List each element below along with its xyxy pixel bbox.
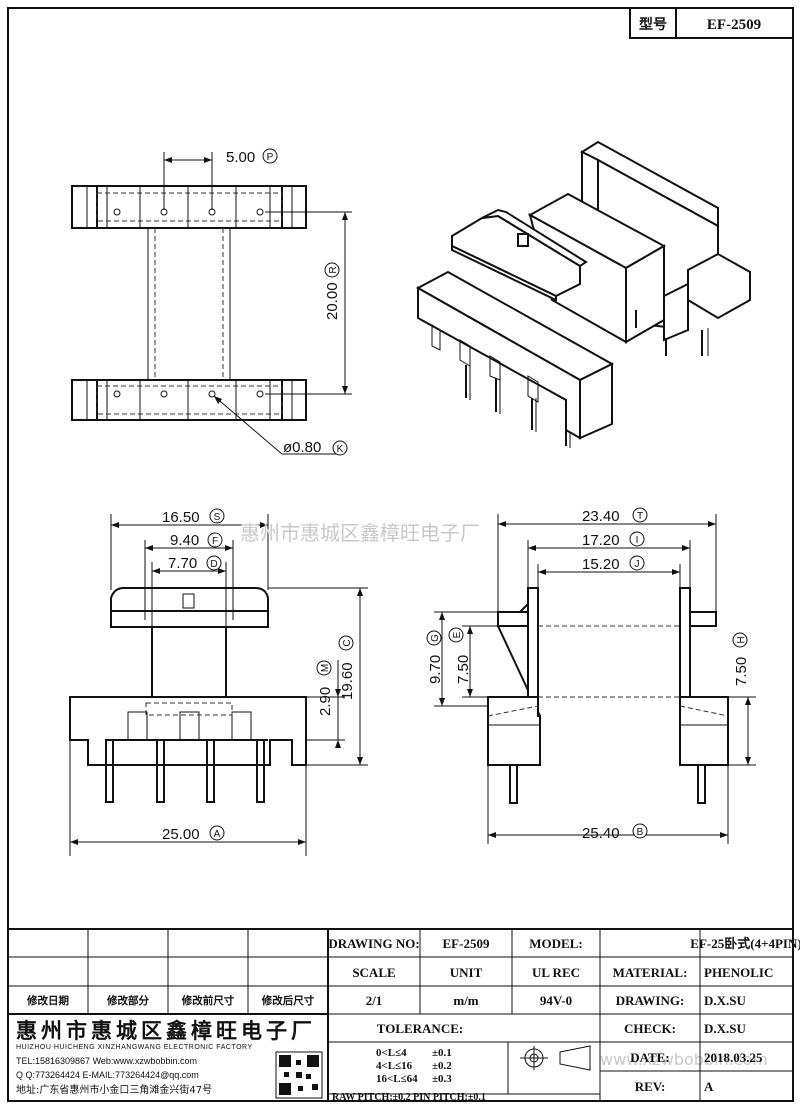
dim-s-width-value: 16.50 bbox=[162, 509, 200, 526]
dim-a-width-tag: A bbox=[214, 829, 221, 840]
dim-m-height-value: 2.90 bbox=[317, 687, 334, 716]
dim-h-height-tag: H bbox=[736, 636, 747, 643]
dim-a-width-value: 25.00 bbox=[162, 826, 200, 843]
tol-value-3: ±0.3 bbox=[432, 1073, 452, 1085]
rev-label: REV: bbox=[635, 1079, 666, 1094]
dim-t-width: 23.40 T bbox=[497, 507, 717, 612]
drawing-by: D.X.SU bbox=[704, 993, 747, 1008]
dim-g-height-value: 9.70 bbox=[427, 655, 444, 684]
title-block bbox=[8, 928, 793, 1101]
front-view bbox=[69, 587, 307, 803]
rev-header-part: 修改部分 bbox=[106, 994, 149, 1007]
dim-h-height: 7.50 H bbox=[716, 632, 756, 766]
dim-pitch: 5.00 P bbox=[163, 148, 278, 210]
rev-header-before: 修改前尺寸 bbox=[181, 994, 235, 1007]
date-value: 2018.03.25 bbox=[704, 1050, 763, 1065]
dim-c-height-tag: C bbox=[342, 639, 353, 646]
rev-header-after: 修改后尺寸 bbox=[261, 994, 315, 1007]
side-view bbox=[487, 587, 729, 804]
pitch-note: RAW PITCH:±0.2 PIN PITCH:±0.1 bbox=[332, 1092, 486, 1103]
header-model-box: 型号 EF-2509 bbox=[629, 7, 794, 39]
material-label: MATERIAL: bbox=[613, 965, 688, 980]
tolerance-label: TOLERANCE: bbox=[377, 1021, 463, 1036]
unit-value: m/m bbox=[453, 993, 478, 1008]
dim-pitch-value: 5.00 bbox=[226, 149, 255, 166]
dim-g-height-tag: G bbox=[430, 634, 441, 642]
projection-symbol-icon bbox=[520, 1045, 591, 1071]
dim-pin-dia: ø0.80 K bbox=[213, 395, 348, 456]
dim-g-height: 9.70 G bbox=[426, 611, 498, 707]
company-address: 地址:广东省惠州市小金口三角滩金兴街47号 bbox=[16, 1083, 212, 1096]
company-name-cn: 惠州市惠城区鑫樟旺电子厂 bbox=[16, 1019, 316, 1043]
dim-a-width: 25.00 A bbox=[69, 740, 307, 856]
date-label: DATE: bbox=[630, 1050, 669, 1065]
check-by: D.X.SU bbox=[704, 1021, 747, 1036]
scale-label: SCALE bbox=[352, 965, 395, 980]
tol-range-2: 4<L≤16 bbox=[376, 1060, 413, 1072]
dim-row-span: 20.00 R bbox=[265, 211, 352, 395]
company-name-en: HUIZHOU HUICHENG XINZHANGWANG ELECTRONIC… bbox=[16, 1044, 253, 1051]
tol-range-3: 16<L≤64 bbox=[376, 1073, 418, 1085]
dim-e-height-tag: E bbox=[452, 631, 463, 638]
iso-view bbox=[415, 140, 751, 448]
dim-d-width-tag: D bbox=[210, 559, 217, 570]
dim-b-width-value: 25.40 bbox=[582, 825, 620, 842]
dim-m-height: 2.90 M bbox=[306, 660, 345, 748]
dim-i-width-value: 17.20 bbox=[582, 532, 620, 549]
dim-f-width-tag: F bbox=[212, 536, 218, 547]
drawing-label: DRAWING: bbox=[616, 993, 685, 1008]
dim-t-width-tag: T bbox=[637, 511, 643, 522]
material-value: PHENOLIC bbox=[704, 965, 773, 980]
watermark-site: www.xzwbobbin.com bbox=[600, 1050, 768, 1069]
dim-e-height: 7.50 E bbox=[448, 625, 498, 698]
sheet-border bbox=[7, 7, 794, 1102]
dim-m-height-tag: M bbox=[320, 664, 331, 672]
dim-s-width: 16.50 S bbox=[110, 508, 269, 590]
dim-f-width: 9.40 F bbox=[144, 532, 234, 620]
ul-label: UL REC bbox=[532, 965, 580, 980]
dim-j-width-tag: J bbox=[635, 559, 640, 570]
dim-f-width-value: 9.40 bbox=[170, 532, 199, 549]
qr-code-icon bbox=[275, 1051, 323, 1099]
drawing-no-value: EF-2509 bbox=[443, 936, 490, 951]
dim-row-span-tag: R bbox=[328, 266, 339, 273]
tol-range-1: 0<L≤4 bbox=[376, 1047, 407, 1059]
dim-s-width-tag: S bbox=[214, 512, 221, 523]
dim-t-width-value: 23.40 bbox=[582, 508, 620, 525]
dim-i-width: 17.20 I bbox=[527, 531, 691, 588]
dim-d-width: 7.70 D bbox=[151, 555, 227, 627]
dim-b-width-tag: B bbox=[637, 827, 644, 838]
dim-b-width: 25.40 B bbox=[487, 765, 729, 844]
dim-pitch-tag: P bbox=[267, 152, 274, 163]
dim-j-width: 15.20 J bbox=[537, 555, 681, 588]
dim-d-width-value: 7.70 bbox=[168, 555, 197, 572]
dim-c-height: 19.60 C bbox=[268, 587, 368, 766]
rev-header-date: 修改日期 bbox=[26, 994, 69, 1007]
top-view bbox=[71, 185, 307, 421]
model-value: EF-25卧式(4+4PIN) bbox=[690, 936, 800, 951]
company-qq: Q Q:773264424 E-MAIL:773264424@qq.com bbox=[16, 1070, 199, 1080]
unit-label: UNIT bbox=[450, 965, 483, 980]
header-model-no: EF-2509 bbox=[707, 17, 761, 33]
ul-value: 94V-0 bbox=[540, 993, 572, 1008]
tol-value-1: ±0.1 bbox=[432, 1047, 452, 1059]
company-tel: TEL:15816309867 Web:www.xzwbobbin.com bbox=[16, 1056, 197, 1066]
check-label: CHECK: bbox=[624, 1021, 676, 1036]
dim-i-width-tag: I bbox=[636, 535, 639, 546]
dim-c-height-value: 19.60 bbox=[339, 662, 356, 700]
rev-value: A bbox=[704, 1079, 714, 1094]
watermark-company: 惠州市惠城区鑫樟旺电子厂 bbox=[240, 521, 480, 545]
model-label: MODEL: bbox=[529, 936, 582, 951]
dim-row-span-value: 20.00 bbox=[324, 282, 341, 320]
drawing-no-label: DRAWING NO: bbox=[328, 936, 419, 951]
dim-e-height-value: 7.50 bbox=[455, 655, 472, 684]
scale-value: 2/1 bbox=[366, 993, 383, 1008]
dim-pin-dia-value: ø0.80 bbox=[283, 439, 321, 456]
dim-h-height-value: 7.50 bbox=[733, 657, 750, 686]
dim-pin-dia-tag: K bbox=[337, 444, 344, 455]
header-type-label: 型号 bbox=[639, 16, 667, 33]
dim-j-width-value: 15.20 bbox=[582, 556, 620, 573]
tol-value-2: ±0.2 bbox=[432, 1060, 452, 1072]
